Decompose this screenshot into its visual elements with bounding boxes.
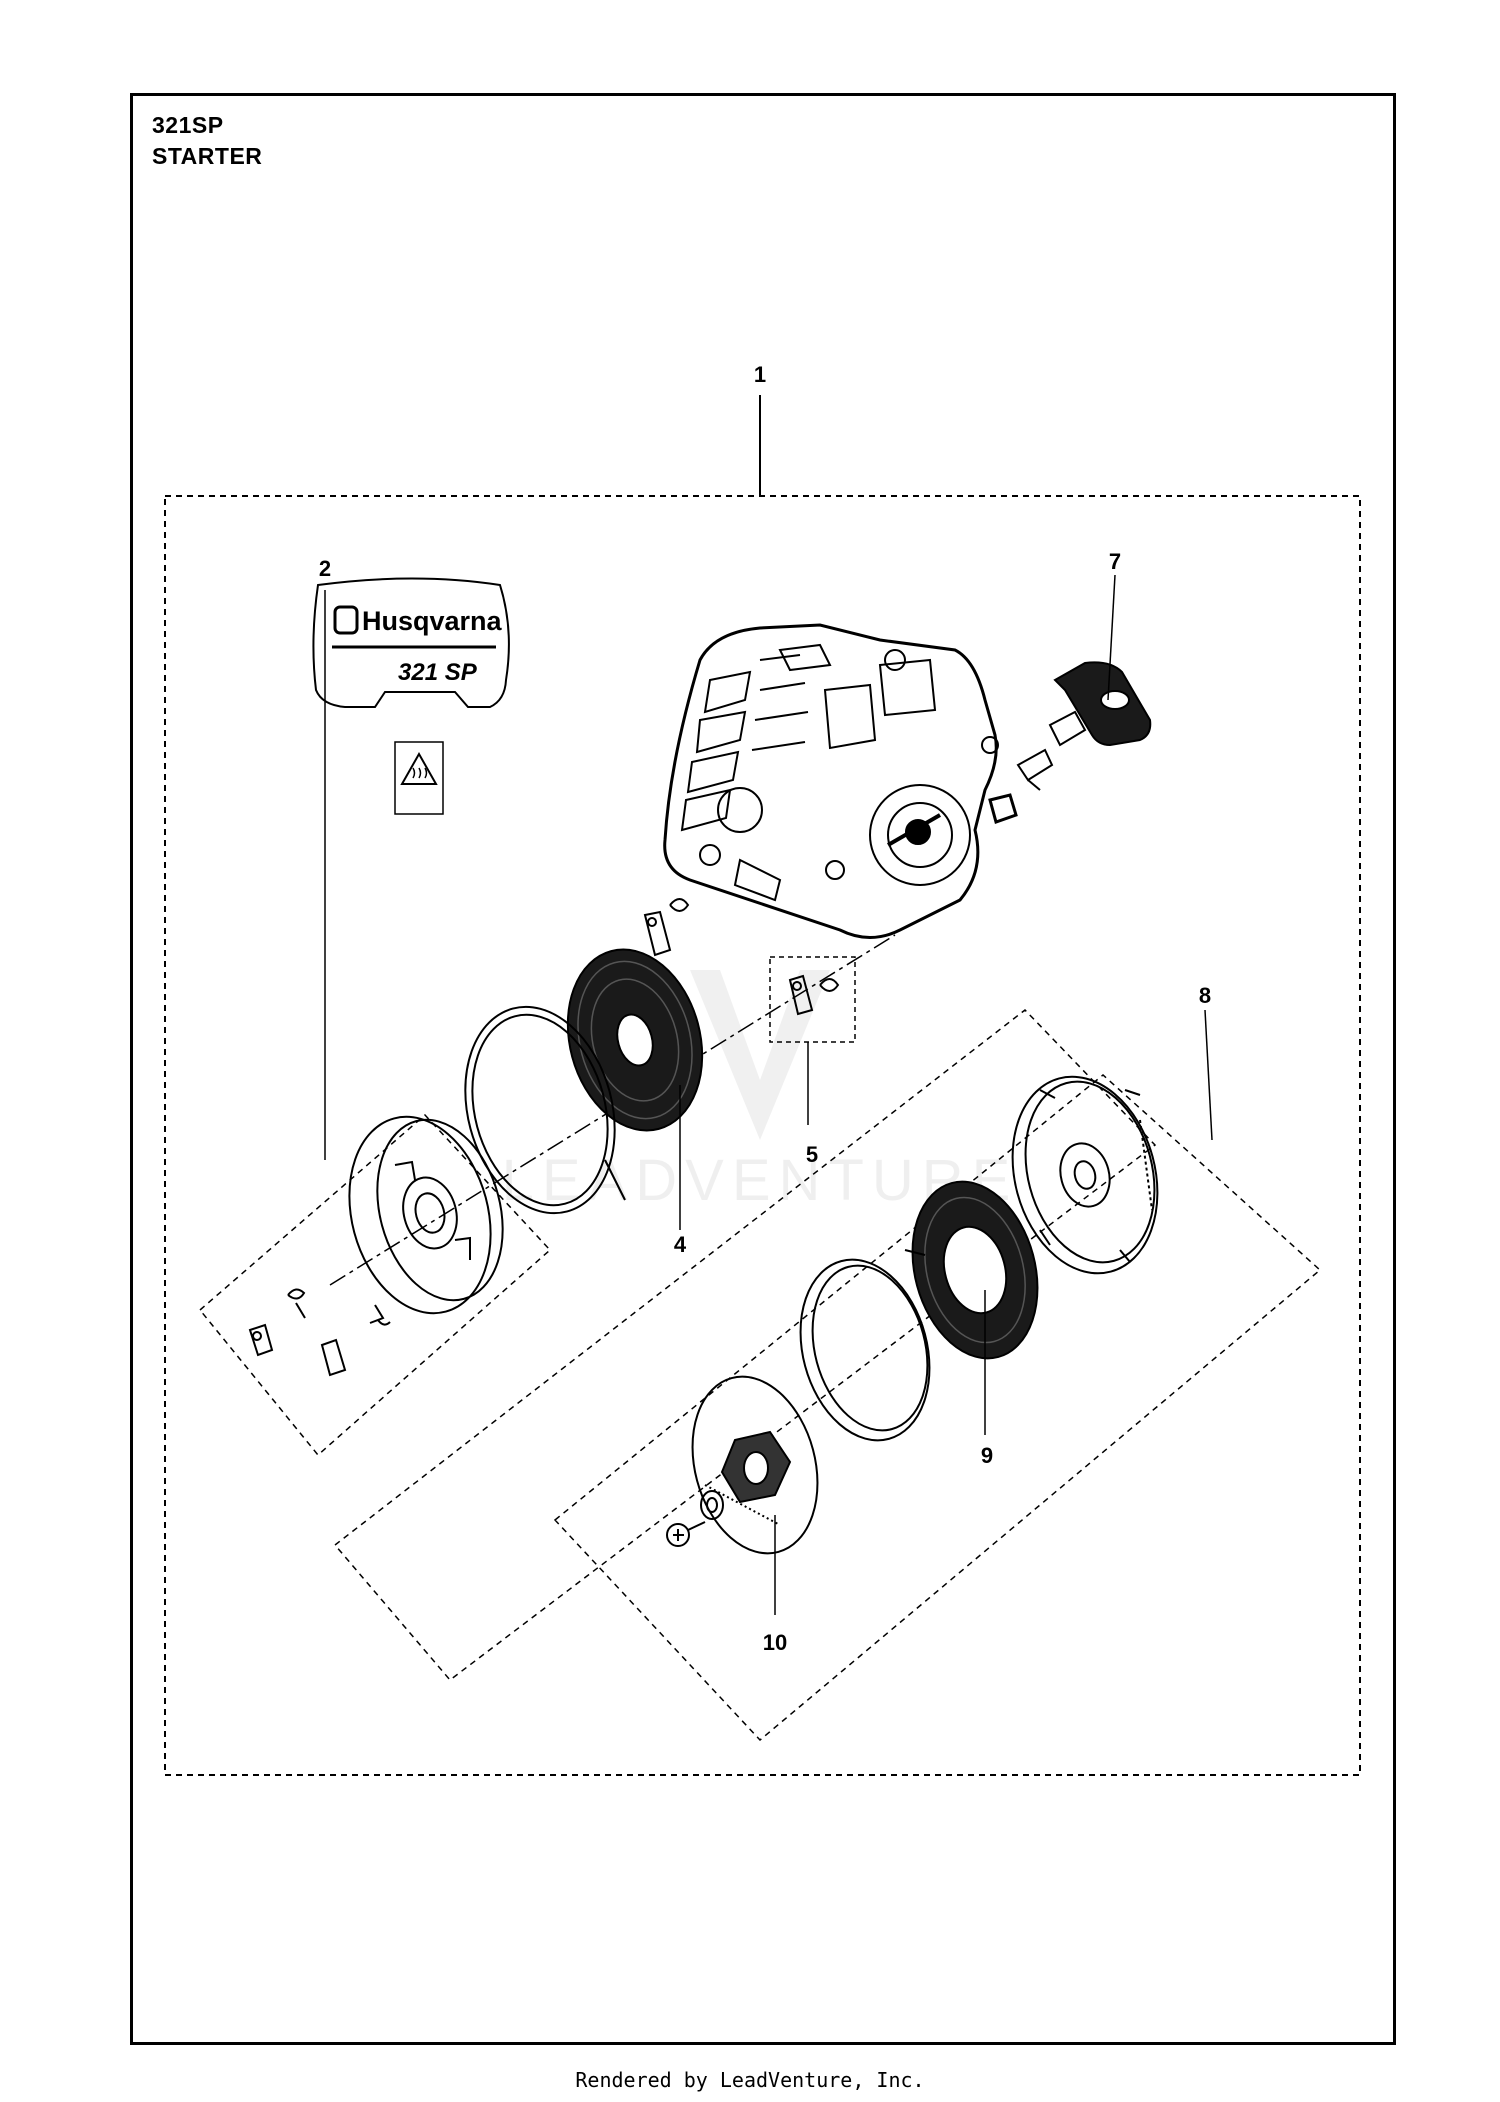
callout-5: 5	[806, 1142, 818, 1167]
model-title: 321SP	[152, 112, 224, 138]
starter-handle	[1016, 661, 1152, 791]
callout-7: 7	[1109, 549, 1121, 574]
spring-cassette-box-8	[553, 1074, 1322, 1742]
cassette-spring	[904, 1180, 1039, 1360]
callout-9: 9	[981, 1443, 993, 1468]
hot-surface-label	[394, 741, 444, 815]
repair-kit-outline	[333, 1008, 1157, 1682]
assembly-box-1	[164, 495, 1361, 1776]
starter-rope	[464, 1005, 626, 1215]
callout-1: 1	[754, 362, 766, 387]
section-title: STARTER	[152, 143, 263, 169]
callout-8: 8	[1199, 983, 1211, 1008]
pawl-upper	[643, 898, 690, 957]
callout-10: 10	[763, 1630, 787, 1655]
spring-cassette-cover	[1011, 1075, 1159, 1275]
footer-credit: Rendered by LeadVenture, Inc.	[575, 2068, 925, 2092]
starter-housing	[663, 623, 1018, 939]
hot-surface-warning-icon	[400, 751, 438, 785]
husqvarna-decal: Husqvarna 321 SP	[312, 577, 510, 708]
pawl-kit-box-5	[769, 956, 856, 1043]
callout-2: 2	[319, 556, 331, 581]
leader-7	[1107, 574, 1116, 701]
husqvarna-logo-icon	[333, 605, 359, 635]
pulley-kit-box-2	[198, 1113, 552, 1457]
decal-model: 321 SP	[398, 659, 478, 686]
starter-pulley	[248, 1115, 504, 1377]
cover-plate	[666, 1375, 819, 1555]
leader-8	[1204, 1009, 1213, 1141]
cassette-ring	[799, 1258, 931, 1442]
decal-brand: Husqvarna	[362, 606, 503, 636]
pawl-kit-5	[788, 974, 840, 1016]
callout-4: 4	[674, 1232, 687, 1257]
page-frame	[130, 93, 1396, 2045]
